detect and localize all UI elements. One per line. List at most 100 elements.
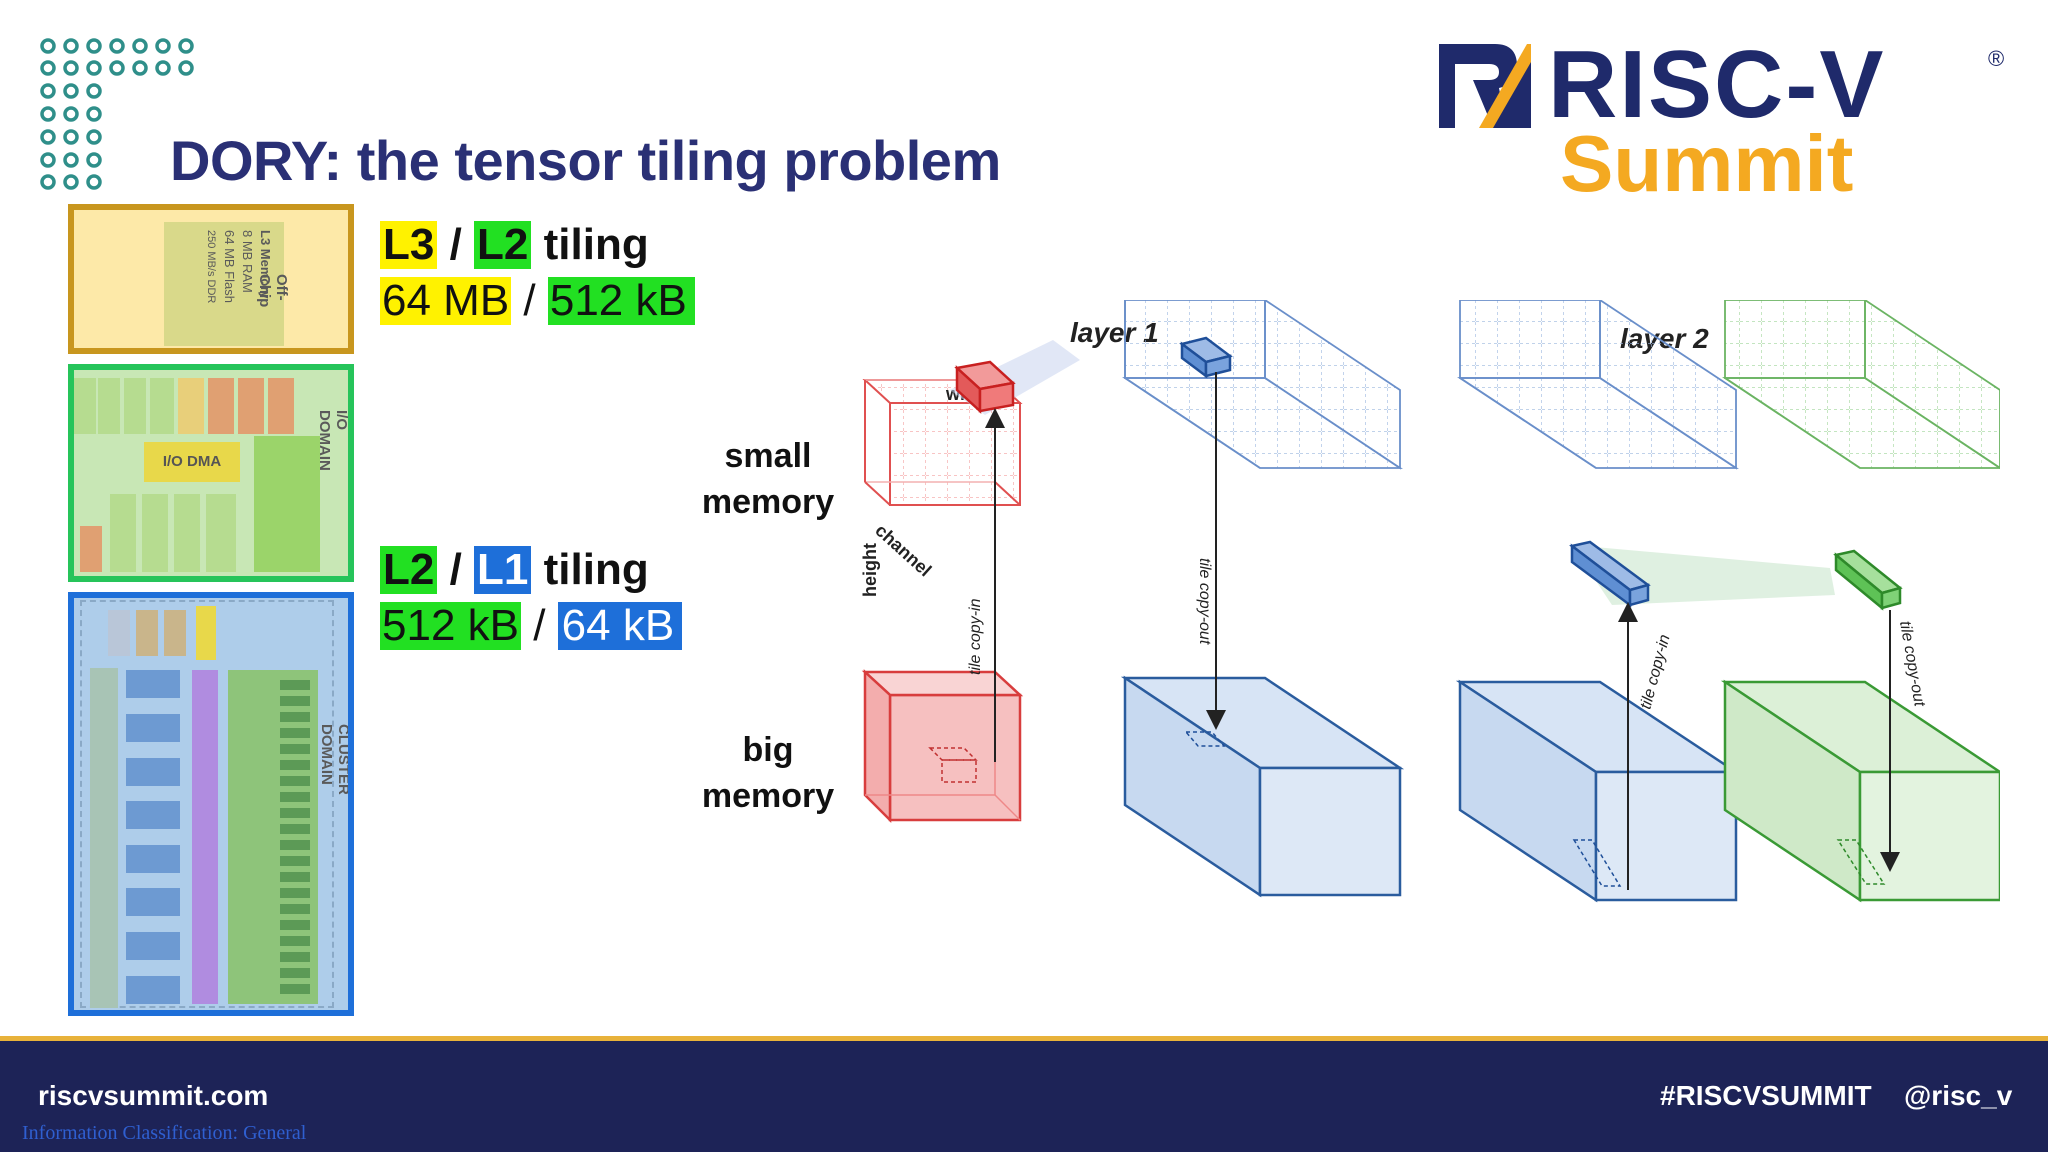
l2-l1-tiling-title: L2 / L1 tiling <box>380 545 682 595</box>
l2-l1-sizes: 512 kB / 64 kB <box>380 601 683 651</box>
io-l1-block <box>142 494 168 572</box>
layer2-small-output-tensor <box>1722 300 2000 470</box>
cluster-top-blocks <box>104 606 304 662</box>
footer-hashtag: #RISCVSUMMIT <box>1660 1080 1872 1111</box>
layer2-big-input-tensor <box>1455 679 1741 903</box>
io-pmu-block <box>268 378 294 434</box>
l3-size: 64 MB <box>380 276 512 326</box>
io-lower-row <box>78 490 248 576</box>
height-label: height <box>860 543 880 597</box>
logo-registered-mark: ® <box>1988 46 2005 71</box>
l1-highlight: L1 <box>474 545 532 595</box>
layer1-copy-out-label: tile copy-out <box>1196 558 1213 645</box>
cl-hwce-block <box>164 610 186 656</box>
io-i2s-block <box>98 378 120 434</box>
dot-grid-decoration <box>40 38 194 190</box>
risc-v-summit-logo: RISC-V ® Summit <box>1430 31 2020 208</box>
big-memory-line2: memory <box>701 776 835 815</box>
l2-l1-size-separator: / <box>520 601 558 650</box>
riscv-core-4 <box>126 801 180 829</box>
io-rtc-block <box>208 378 234 434</box>
riscv-core-3 <box>126 758 180 786</box>
layer1-big-output-tensor <box>1120 675 1405 898</box>
logo-line2: Summit <box>1560 119 1854 208</box>
l2-size-2: 512 kB <box>380 601 521 651</box>
l3-l2-sizes: 64 MB / 512 kB <box>380 276 695 326</box>
io-block-row <box>74 378 298 448</box>
l3-l2-tiling-title: L3 / L2 tiling <box>380 220 695 270</box>
footer-bar <box>0 1036 2048 1152</box>
l2-l1-suffix: tiling <box>531 545 649 594</box>
risc-v-logo-mark-icon <box>1439 44 1531 128</box>
l3-memory-block <box>164 222 284 346</box>
footer-site-link[interactable]: riscvsummit.com <box>38 1080 269 1111</box>
io-domain-title: I/O DOMAIN <box>316 410 350 471</box>
layer2-copy-out-label: tile copy-out <box>1896 620 1928 708</box>
l3-l2-size-separator: / <box>511 276 548 325</box>
cluster-domain-title: CLUSTER DOMAIN <box>318 724 352 795</box>
layer1-input-tile <box>954 360 1016 414</box>
cluster-inner-dashed <box>80 600 334 1008</box>
l2-highlight: L2 <box>474 220 532 270</box>
io-clk-block <box>80 526 102 572</box>
l2-highlight-2: L2 <box>380 545 438 595</box>
l3-l2-suffix: tiling <box>531 220 649 269</box>
footer-accent-line <box>0 1036 2048 1041</box>
l3-highlight: L3 <box>380 220 438 270</box>
io-dma-block: I/O DMA <box>144 442 240 482</box>
riscv-core-1 <box>126 670 180 698</box>
l3-l2-separator: / <box>437 220 475 269</box>
channel-label: channel <box>871 520 935 580</box>
layer1-output-tile <box>1179 336 1233 379</box>
layer1-big-input-tensor <box>861 669 1024 824</box>
footer-handle[interactable]: @risc_v <box>1904 1080 2013 1111</box>
slide-title: DORY: the tensor tiling problem <box>170 129 1001 192</box>
riscv-core-5 <box>126 845 180 873</box>
small-memory-label: small memory <box>683 434 853 526</box>
log-interconnect-block <box>192 670 218 1004</box>
big-memory-line1: big <box>742 731 794 769</box>
l3-line-ddr: 250 MB/s DDR <box>205 230 217 304</box>
l3-line-flash: 64 MB Flash <box>222 230 237 303</box>
footer-classification: Information Classification: General <box>22 1122 307 1144</box>
layer2-copy-in-label: tile copy-in <box>1637 633 1673 711</box>
riscv-core-2 <box>126 714 180 742</box>
layer2-big-output-tensor <box>1720 679 2000 903</box>
l3-offchip-box: Off-Chip L3 Memory 8 MB RAM 64 MB Flash … <box>68 204 354 354</box>
cl-dbg-block <box>108 610 130 656</box>
riscv-cores-column <box>126 670 180 1010</box>
io-uart-block <box>150 378 174 434</box>
l3-l2-tiling-block: L3 / L2 tiling 64 MB / 512 kB <box>380 220 695 326</box>
layer1-small-output-tensor <box>1122 300 1403 470</box>
l3-line-ram: 8 MB RAM <box>240 230 255 293</box>
io-gpio-block <box>74 378 96 434</box>
cl-hwsync-block <box>136 610 158 656</box>
io-dcdc-block <box>238 378 264 434</box>
io-l2-memory-block <box>254 436 320 572</box>
chip-block-diagram: Off-Chip L3 Memory 8 MB RAM 64 MB Flash … <box>64 202 364 1020</box>
io-hyper-block <box>178 378 204 434</box>
cluster-domain-box: CLUSTER DOMAIN <box>68 592 354 1016</box>
l2-l1-tiling-block: L2 / L1 tiling 512 kB / 64 kB <box>380 545 683 651</box>
riscv-core-8 <box>126 976 180 1004</box>
io-domain-box: I/O DMA I/O DOMAIN <box>68 364 354 582</box>
l2-size: 512 kB <box>547 276 695 326</box>
layer2-output-tile <box>1833 549 1903 611</box>
small-memory-line1: small <box>724 437 812 475</box>
layer2-small-input-tensor <box>1457 300 1739 470</box>
l1-size: 64 kB <box>557 601 683 651</box>
riscv-core-6 <box>126 888 180 916</box>
layer1-copy-in-label: tile copy-in <box>967 598 984 675</box>
layer2-input-tile <box>1569 540 1651 608</box>
io-spi-block <box>124 378 146 434</box>
small-memory-line2: memory <box>701 482 835 521</box>
riscv-core-7 <box>126 932 180 960</box>
logo-line1: RISC-V <box>1548 31 1886 138</box>
shared-icache-block <box>90 668 118 1008</box>
l1-bank-stripes <box>280 680 310 996</box>
tiling-diagram: layer 1 layer 2 width height channel <box>860 300 2000 903</box>
io-riscv-block <box>174 494 200 572</box>
io-rom-block <box>110 494 136 572</box>
l2-l1-separator: / <box>437 545 475 594</box>
l3-line-memory: L3 Memory <box>258 230 273 299</box>
